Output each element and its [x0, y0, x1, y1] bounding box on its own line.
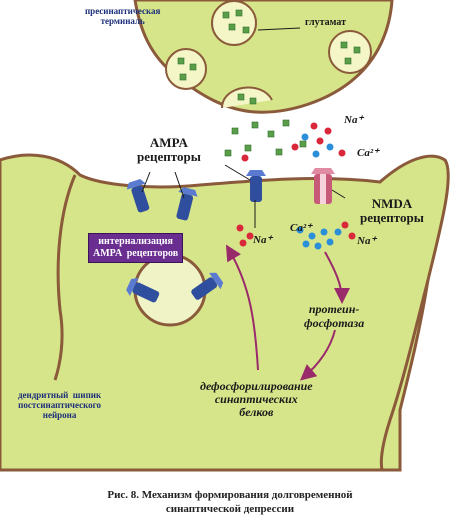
glutamate-molecule [231, 127, 239, 135]
vesicle [328, 30, 372, 74]
glutamate-molecule [267, 130, 275, 138]
sodium-label-right: Na⁺ [357, 235, 377, 247]
sodium-label-middle: Na⁺ [253, 234, 273, 246]
glutamate-molecule [275, 148, 283, 156]
glutamate-molecule [177, 57, 185, 65]
sodium-ion [338, 149, 346, 157]
figure-caption: Рис. 8. Механизм формирования долговреме… [0, 488, 460, 516]
calcium-ion [296, 226, 304, 234]
glutamate-pointer [257, 27, 301, 31]
calcium-ion [326, 143, 334, 151]
label-pointers [141, 27, 346, 228]
glutamate-molecule [235, 9, 243, 17]
caption-line-2: синаптической депрессии [165, 503, 295, 515]
sodium-ions [236, 122, 356, 247]
vesicle-fusing [221, 86, 273, 109]
glutamate-molecule [282, 119, 290, 127]
glutamate-molecule [353, 46, 361, 54]
vesicle [165, 48, 207, 90]
ampa-pointer [141, 171, 151, 193]
glutamate-molecule [249, 97, 257, 105]
ca-to-phosphatase-arrow [324, 251, 350, 304]
dendritic-spine-label: дендритный шипик постсинаптического нейр… [18, 390, 102, 420]
calcium-label-middle: Ca²⁺ [290, 222, 312, 234]
glutamate-molecule [189, 63, 197, 71]
sodium-ion [236, 224, 244, 232]
ampa-receptor [246, 170, 266, 202]
glutamate-label: глутамат [305, 17, 347, 28]
calcium-ion [308, 232, 316, 240]
glutamate-molecule [237, 93, 245, 101]
nmda-pointer [331, 189, 346, 199]
caption-line-1: Рис. 8. Механизм формирования долговреме… [107, 489, 353, 501]
calcium-ions [296, 133, 342, 250]
glutamate-molecule [344, 57, 352, 65]
phosphatase-to-dephosphorylation-arrow [299, 329, 336, 381]
dephosphorylation-label: дефосфорилирование синаптических белков [200, 379, 313, 419]
presynaptic-terminal-label: пресинаптическая терминаль [85, 6, 161, 26]
ampa-receptor [176, 187, 198, 221]
nmda-receptors-label: NMDA рецепторы [360, 196, 424, 225]
nmda-receptor [311, 168, 335, 204]
protein-phosphatase-label: протеин- фосфотаза [304, 302, 365, 330]
glutamate-molecule [179, 73, 187, 81]
calcium-ion [334, 228, 342, 236]
dephosphorylation-to-internalization-arrow [225, 244, 259, 371]
sodium-ion [241, 154, 249, 162]
glutamate-molecule [224, 149, 232, 157]
ampa-receptors-label: AMPA рецепторы [137, 135, 201, 164]
sodium-ion [341, 221, 349, 229]
spine-right-edge [379, 279, 430, 471]
glutamate-molecule [299, 140, 307, 148]
calcium-ion [326, 238, 334, 246]
glutamate-molecule [222, 11, 230, 19]
calcium-ion [320, 228, 328, 236]
glutamate-molecule [242, 26, 250, 34]
glutamate-molecule [228, 23, 236, 31]
calcium-ion [302, 240, 310, 248]
ampa-receptors [126, 170, 266, 303]
calcium-ion [314, 242, 322, 250]
ampa-pointer [174, 171, 185, 199]
internalization-box: интернализация AMPA рецепторов [88, 233, 184, 263]
ampa-receptor-internalized [191, 272, 224, 300]
ampa-receptor [126, 179, 150, 213]
sodium-ion [348, 232, 356, 240]
vesicle [211, 0, 257, 46]
glutamate-molecule [340, 41, 348, 49]
sodium-ion [310, 122, 318, 130]
glutamate-molecule [244, 144, 252, 152]
spine-outer-left-edge [53, 174, 77, 381]
sodium-ion [324, 127, 332, 135]
sodium-ion [291, 143, 299, 151]
calcium-ion [312, 150, 320, 158]
sodium-label-top: Na⁺ [344, 114, 364, 126]
calcium-label-top: Ca²⁺ [357, 147, 379, 159]
glutamate-molecule [251, 121, 259, 129]
sodium-ion [246, 232, 254, 240]
ampa-pointer [224, 164, 251, 181]
ampa-receptor-internalized [126, 277, 160, 303]
glutamate-molecules [177, 9, 361, 157]
calcium-ion [301, 133, 309, 141]
sodium-ion [316, 137, 324, 145]
sodium-ion [239, 239, 247, 247]
process-arrows [225, 244, 350, 381]
